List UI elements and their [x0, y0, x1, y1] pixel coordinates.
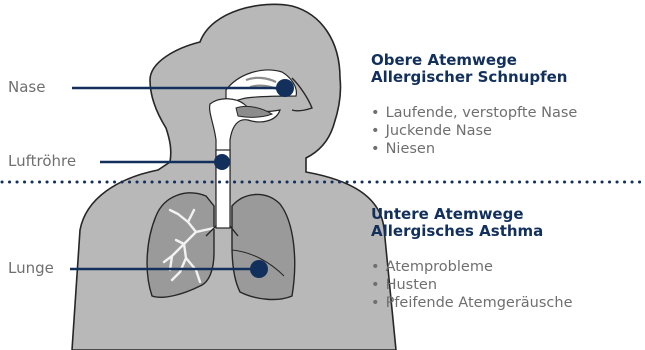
list-item: Laufende, verstopfte Nase: [371, 104, 577, 122]
lower-symptom-list: Atemprobleme Husten Pfeifende Atemgeräus…: [371, 258, 573, 312]
upper-airways-title: Obere Atemwege Allergischer Schnupfen: [371, 52, 567, 86]
upper-title-line2: Allergischer Schnupfen: [371, 69, 567, 86]
list-item: Husten: [371, 276, 573, 294]
lower-airways-title: Untere Atemwege Allergisches Asthma: [371, 206, 543, 240]
lower-title-line2: Allergisches Asthma: [371, 223, 543, 240]
lower-title-line1: Untere Atemwege: [371, 206, 543, 223]
list-item: Atemprobleme: [371, 258, 573, 276]
trachea-pointer-dot: [214, 154, 230, 170]
list-item: Pfeifende Atemgeräusche: [371, 294, 573, 312]
label-trachea: Luftröhre: [8, 152, 76, 170]
label-lung: Lunge: [8, 259, 54, 277]
list-item: Niesen: [371, 140, 577, 158]
label-nose: Nase: [8, 78, 45, 96]
lung-pointer-dot: [250, 260, 268, 278]
list-item: Juckende Nase: [371, 122, 577, 140]
body-silhouette: [72, 4, 396, 350]
upper-symptom-list: Laufende, verstopfte Nase Juckende Nase …: [371, 104, 577, 158]
upper-title-line1: Obere Atemwege: [371, 52, 567, 69]
nose-pointer-dot: [276, 79, 294, 97]
